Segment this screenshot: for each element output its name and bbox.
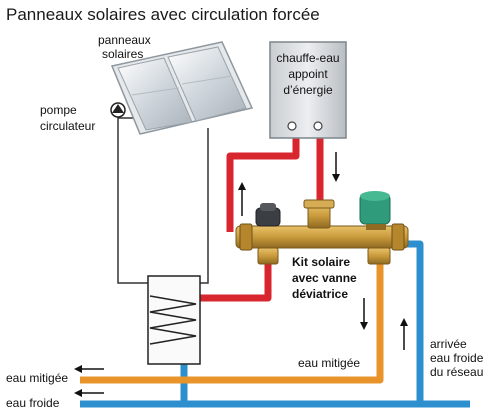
mains-cold-label: arrivée — [430, 337, 467, 351]
pump-label-2: circulateur — [40, 119, 95, 133]
water-heater-icon — [269, 41, 347, 139]
valve-icon — [255, 203, 281, 227]
kit-label: Kit solaire — [292, 255, 350, 269]
flow-arrows — [74, 152, 408, 397]
kit-label-2: avec vanne — [292, 271, 357, 285]
mixed-water-right-label: eau mitigée — [298, 356, 360, 370]
mixed-water-pipes — [80, 262, 384, 384]
heat-exchanger-icon — [147, 275, 201, 365]
solar-loop-lines — [117, 110, 209, 284]
deviating-valve-icon — [359, 191, 391, 230]
solar-panels-label: panneaux — [98, 33, 151, 47]
water-heater-label: chauffe-eau — [276, 51, 339, 65]
mains-cold-label-3: du réseau — [430, 365, 483, 379]
pump-icon — [110, 102, 126, 118]
cold-water-label: eau froide — [6, 396, 60, 410]
hot-water-pipes — [200, 138, 324, 302]
mixed-water-left-label: eau mitigée — [6, 371, 68, 385]
kit-label-3: déviatrice — [292, 287, 348, 301]
solar-kit-manifold — [235, 199, 409, 265]
water-heater-label-2: appoint — [288, 67, 328, 81]
pump-label: pompe — [40, 103, 77, 117]
solar-panel-icon — [110, 41, 254, 135]
page-title: Panneaux solaires avec circulation forcé… — [6, 5, 320, 24]
water-heater-label-3: d’énergie — [283, 83, 333, 97]
solar-panels-label-2: solaires — [102, 47, 143, 61]
mains-cold-label-2: eau froide — [430, 351, 484, 365]
